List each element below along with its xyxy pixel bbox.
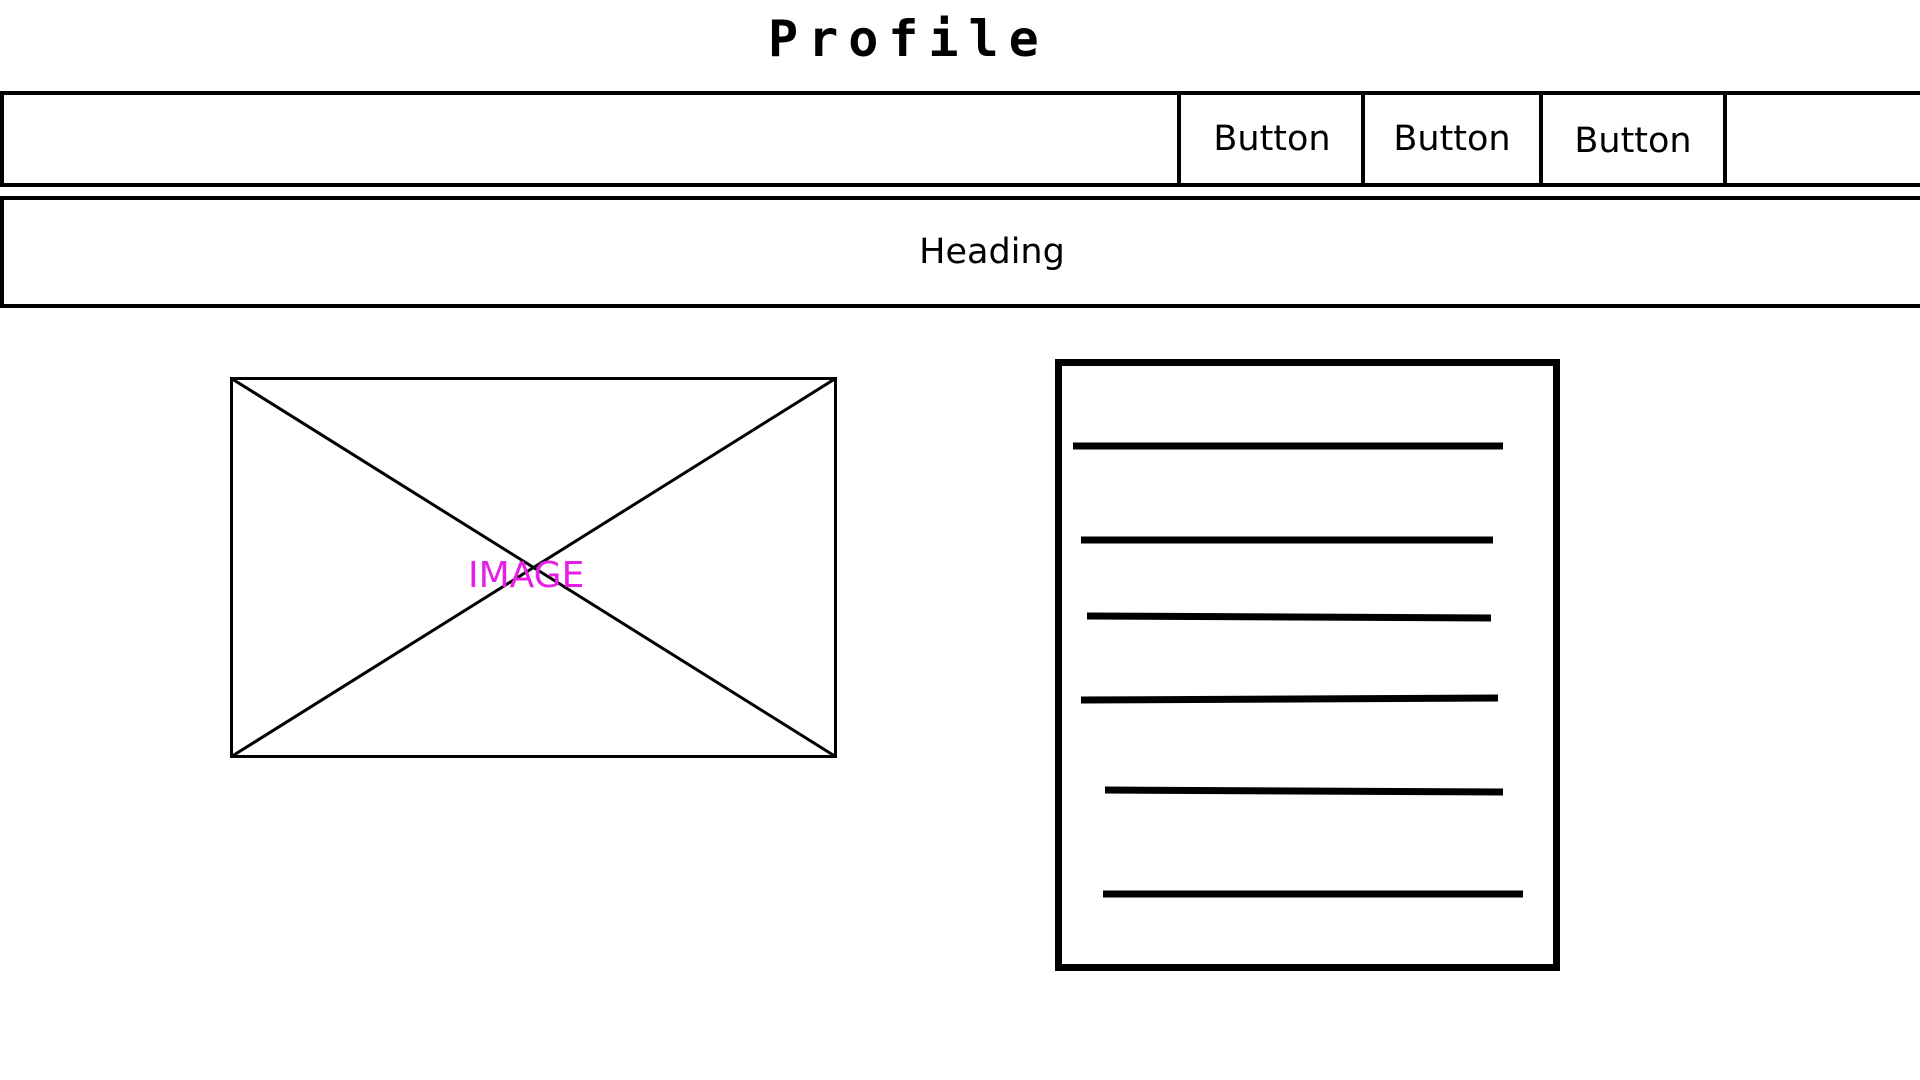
nav-button-2[interactable]: Button — [1361, 95, 1543, 183]
text-block-frame — [1055, 359, 1560, 971]
image-placeholder-frame — [230, 377, 837, 758]
image-placeholder-diagonal-2 — [230, 377, 837, 758]
image-label: IMAGE — [468, 555, 585, 596]
heading-text: Heading — [919, 232, 1065, 272]
nav-bar: Button Button Button — [0, 91, 1920, 187]
image-placeholder: IMAGE — [230, 377, 837, 758]
nav-button-3[interactable]: Button — [1539, 95, 1727, 183]
image-placeholder-border — [230, 377, 837, 758]
nav-button-1[interactable]: Button — [1177, 95, 1367, 183]
text-line-3 — [1086, 612, 1492, 622]
text-block-border — [1055, 359, 1560, 971]
text-line-5 — [1104, 786, 1504, 796]
page-title: Profile — [768, 10, 1049, 68]
heading-bar: Heading — [0, 196, 1920, 308]
text-block-panel — [1055, 359, 1560, 971]
text-line-4 — [1080, 694, 1499, 704]
